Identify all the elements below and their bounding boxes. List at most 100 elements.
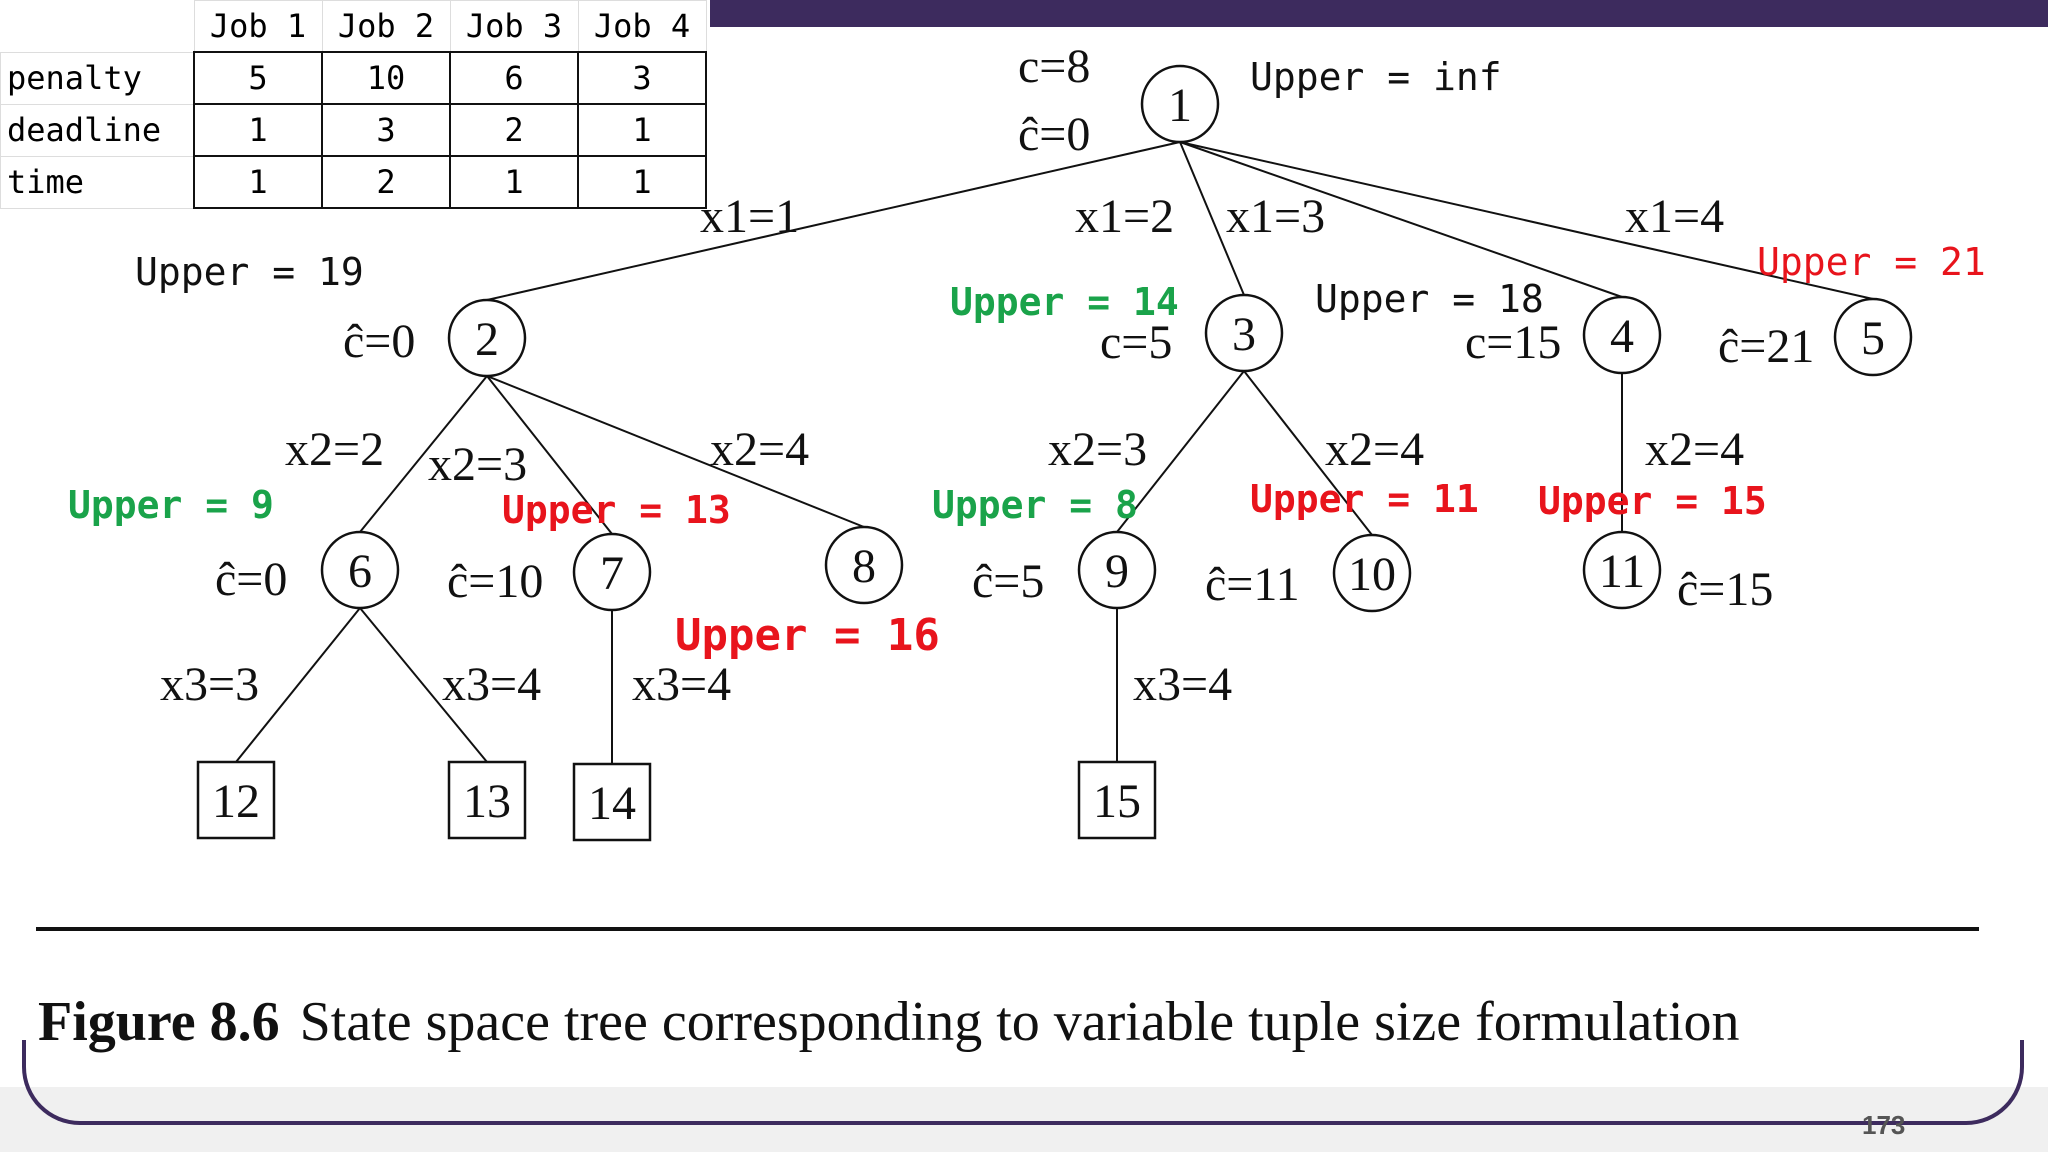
answer-node	[196, 760, 276, 840]
table-cell: 3	[321, 103, 451, 157]
upper-bound-label: Upper = 9	[68, 483, 274, 527]
tree-edge	[486, 375, 865, 528]
node-label: 7	[600, 547, 624, 600]
tree-node	[1332, 533, 1412, 613]
cost-label: ĉ=15	[1677, 563, 1773, 616]
tree-edge	[235, 607, 361, 763]
node-label: 12	[212, 775, 260, 828]
row-label: deadline	[0, 103, 195, 157]
edge-label: x1=4	[1625, 190, 1724, 243]
cost-label: ĉ=0	[215, 553, 287, 606]
node-label: 4	[1610, 310, 1634, 363]
row-label: time	[0, 155, 195, 209]
cost-label: ĉ=10	[447, 555, 543, 608]
edge-label: x3=4	[632, 658, 731, 711]
edge-label: x2=3	[428, 438, 527, 491]
edge-label: x3=4	[1133, 658, 1232, 711]
figure-caption: Figure 8.6 State space tree corresponding…	[38, 990, 1740, 1054]
node-label: 11	[1599, 545, 1645, 598]
cost-label: ĉ=0	[1018, 108, 1090, 161]
node-label: 14	[588, 777, 636, 830]
table-cell: 2	[321, 155, 451, 209]
edge-label: x2=4	[1645, 423, 1744, 476]
row-label: penalty	[0, 51, 195, 105]
upper-bound-label: Upper = 19	[135, 250, 364, 294]
edge-label: x1=1	[700, 190, 799, 243]
table-cell: 2	[449, 103, 579, 157]
tree-node	[572, 532, 652, 612]
node-label: 6	[348, 545, 372, 598]
table-cell: 1	[577, 155, 707, 209]
node-label: 3	[1232, 308, 1256, 361]
table-cell: 1	[449, 155, 579, 209]
node-label: 5	[1861, 312, 1885, 365]
cost-label: ĉ=11	[1205, 558, 1300, 611]
upper-bound-label: Upper = 14	[950, 280, 1179, 324]
title-bar	[710, 0, 2048, 27]
table-row: penalty 5 10 6 3	[0, 51, 707, 105]
answer-node	[572, 762, 652, 842]
tree-edge	[1179, 141, 1874, 300]
table-header: Job 4	[577, 0, 707, 52]
table-row: deadline 1 3 2 1	[0, 103, 707, 157]
edge-label: x2=4	[710, 423, 809, 476]
tree-node	[1833, 297, 1913, 377]
edge-label: x2=3	[1048, 423, 1147, 476]
tree-node	[824, 525, 904, 605]
table-cell: 1	[577, 103, 707, 157]
tree-node	[1204, 293, 1284, 373]
table-cell: 3	[577, 51, 707, 105]
cost-label: ĉ=0	[343, 315, 415, 368]
edge-label: x1=3	[1226, 190, 1325, 243]
table-header: Job 2	[321, 0, 451, 52]
node-label: 1	[1168, 79, 1192, 132]
upper-bound-label: Upper = 13	[502, 488, 731, 532]
upper-bound-label: Upper = 18	[1315, 277, 1544, 321]
table-cell: 1	[193, 103, 323, 157]
upper-bound-label: Upper = inf	[1250, 55, 1502, 99]
node-label: 8	[852, 540, 876, 593]
job-table: Job 1 Job 2 Job 3 Job 4 penalty 5 10 6 3…	[0, 0, 707, 209]
answer-node	[1077, 760, 1157, 840]
upper-bound-label: Upper = 21	[1757, 240, 1986, 284]
cost-label: c=15	[1465, 316, 1561, 369]
table-header: Job 1	[193, 0, 323, 52]
upper-bound-label: Upper = 15	[1538, 479, 1767, 523]
tree-edge	[1179, 141, 1623, 298]
caption-text: State space tree corresponding to variab…	[299, 991, 1740, 1053]
edge-label: x2=4	[1325, 423, 1424, 476]
edge-label: x3=4	[442, 658, 541, 711]
tree-node	[1582, 530, 1662, 610]
caption-divider	[36, 927, 1979, 931]
tree-edge	[1116, 370, 1245, 533]
upper-bound-label: Upper = 16	[675, 610, 940, 661]
tree-node	[447, 298, 527, 378]
upper-bound-label: Upper = 8	[932, 483, 1138, 527]
upper-bound-label: Upper = 11	[1250, 477, 1479, 521]
node-label: 15	[1093, 775, 1141, 828]
table-header-row: Job 1 Job 2 Job 3 Job 4	[1, 0, 707, 52]
node-label: 13	[463, 775, 511, 828]
page-number: 173	[1862, 1110, 1906, 1140]
tree-edge	[359, 375, 488, 533]
edge-label: x1=2	[1075, 190, 1174, 243]
figure-number: Figure 8.6	[38, 991, 280, 1053]
tree-edge	[359, 607, 488, 763]
cost-label: c=8	[1018, 40, 1090, 93]
tree-edge	[1179, 141, 1245, 296]
table-header: Job 3	[449, 0, 579, 52]
cost-label: c=5	[1100, 316, 1172, 369]
tree-node	[1582, 295, 1662, 375]
tree-edge	[1243, 370, 1373, 536]
table-row: time 1 2 1 1	[0, 155, 707, 209]
cost-label: ĉ=5	[972, 555, 1044, 608]
node-label: 9	[1105, 545, 1129, 598]
cost-label: ĉ=21	[1718, 320, 1814, 373]
answer-node	[447, 760, 527, 840]
table-cell: 10	[321, 51, 451, 105]
table-cell: 6	[449, 51, 579, 105]
tree-node	[320, 530, 400, 610]
node-label: 10	[1348, 548, 1396, 601]
